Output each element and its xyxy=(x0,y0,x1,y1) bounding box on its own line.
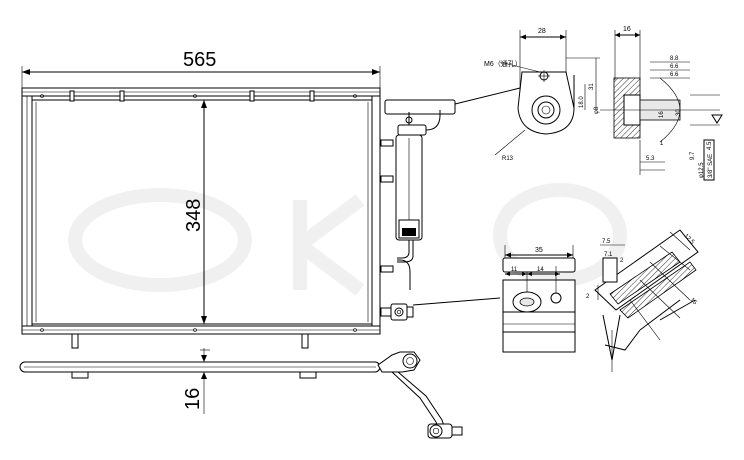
flange-inner-dim: 18.0 xyxy=(579,96,585,108)
section-dim-g: 1 xyxy=(660,141,664,147)
section-dim-i: φ12.5 xyxy=(699,162,705,178)
detail-angled-section xyxy=(594,229,699,372)
section-dim-c: 6.6 xyxy=(670,72,679,78)
flange-bolt-label: M6（通孔） xyxy=(484,59,522,68)
condenser-bottom-view xyxy=(19,348,463,439)
angled-dim-e: 2 xyxy=(586,294,590,300)
angled-dim-f: 15 xyxy=(689,297,698,306)
section-dim-b: 6.6 xyxy=(670,64,679,70)
angled-dim-c: 2 xyxy=(620,258,624,264)
thickness-dimension-label: 16 xyxy=(182,388,204,410)
condenser-front-view xyxy=(21,66,381,349)
detail-section-view xyxy=(600,30,723,181)
section-top-dim: 16 xyxy=(623,26,631,33)
receiver-drier xyxy=(380,99,456,321)
block-dim-a: 11 xyxy=(511,267,518,273)
block-top-dim: 35 xyxy=(535,247,543,254)
section-dim-f: 5.3 xyxy=(646,156,655,162)
flange-side-dim: 31 xyxy=(589,83,595,90)
detail-flange-view xyxy=(454,30,600,156)
block-dim-b: 14 xyxy=(537,267,544,273)
section-dim-d: 16 xyxy=(659,111,665,118)
section-note: 3/8" SAE xyxy=(708,154,714,178)
section-dim-e: 30 xyxy=(676,109,682,116)
height-dimension-label: 348 xyxy=(183,199,205,232)
flange-hole-dim: φ8 xyxy=(594,106,600,114)
detail-connector-block xyxy=(412,245,576,353)
section-dim-j: 4.5 xyxy=(707,141,713,150)
watermark xyxy=(68,183,627,296)
angled-dim-d: 7.1 xyxy=(604,252,613,258)
section-dim-a: 8.8 xyxy=(670,56,679,62)
section-dim-h: 9.7 xyxy=(690,151,696,160)
width-dimension-label: 565 xyxy=(183,49,216,71)
flange-top-dim: 28 xyxy=(538,28,546,35)
angled-dim-a: 7.5 xyxy=(602,239,611,245)
flange-radius-dim: R13 xyxy=(502,156,514,162)
